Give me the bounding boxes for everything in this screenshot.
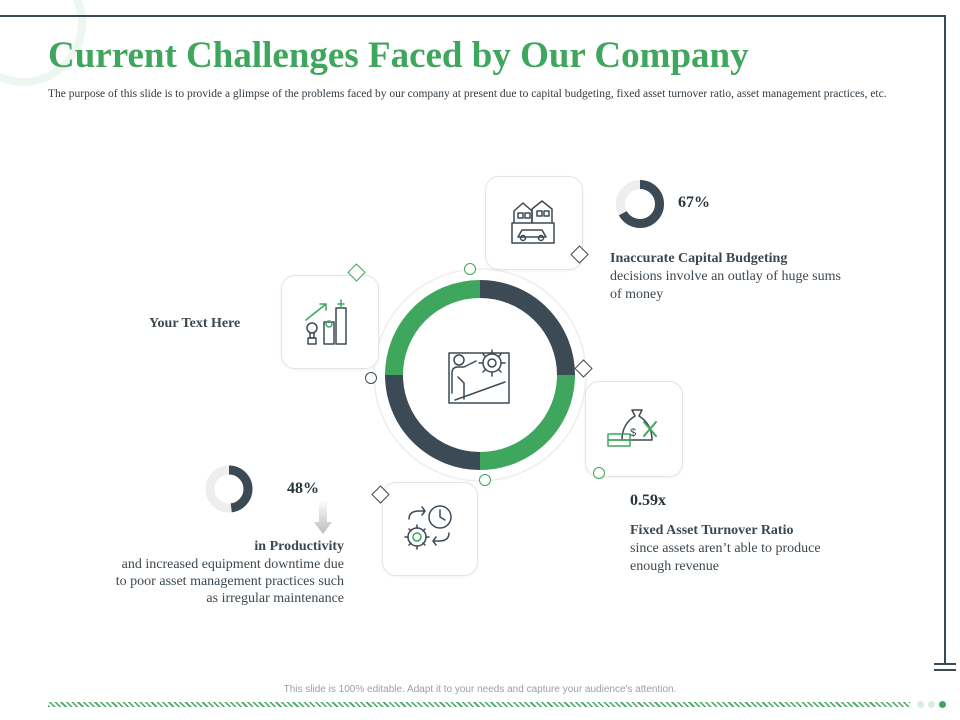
center-ring-diagram [373, 268, 587, 482]
productivity-desc-line2: to poor asset management practices such [115, 574, 344, 589]
frame-right-line [944, 15, 946, 665]
svg-text:$: $ [630, 427, 636, 439]
capital-desc-line2: of money [610, 287, 664, 302]
ring-segment-top-right [479, 280, 575, 376]
page-subtitle: The purpose of this slide is to provide … [48, 88, 887, 100]
productivity-desc-line3: as irregular maintenance [206, 591, 344, 606]
card-your-text [281, 275, 379, 369]
capital-percent: 67% [678, 194, 710, 211]
ring-segment-bottom-left [385, 374, 481, 470]
frame-top-line [0, 15, 946, 17]
ring-segment-bottom-right [479, 374, 575, 470]
ring-segment-top-left [385, 280, 481, 376]
turnover-heading: Fixed Asset Turnover Ratio [630, 523, 794, 538]
card-productivity [382, 482, 478, 576]
donut-48 [205, 465, 253, 513]
page-title: Current Challenges Faced by Our Company [48, 35, 749, 76]
houses-car-icon [511, 200, 555, 244]
footer-dot [939, 701, 946, 708]
gear-clock-cycle-icon [404, 505, 452, 550]
productivity-percent: 48% [287, 480, 319, 497]
left-heading: Your Text Here [149, 316, 241, 331]
card-capital-budgeting [485, 176, 583, 270]
arrow-down-icon [314, 500, 332, 534]
turnover-desc-line1: since assets aren’t able to produce [630, 541, 821, 556]
frame-tick [934, 669, 956, 671]
frame-tick [934, 663, 956, 665]
card-turnover: $ [585, 381, 683, 477]
person-gear-icon [448, 349, 510, 404]
productivity-heading: in Productivity [254, 539, 344, 554]
footer-dot [928, 701, 935, 708]
turnover-value: 0.59x [630, 492, 666, 509]
turnover-desc-line2: enough revenue [630, 559, 720, 574]
footer-note: This slide is 100% editable. Adapt it to… [283, 684, 677, 695]
capital-heading: Inaccurate Capital Budgeting [610, 251, 788, 266]
footer-dot [917, 701, 924, 708]
connector-dot [479, 474, 491, 486]
money-bag-icon: $ [607, 409, 657, 447]
productivity-desc-line1: and increased equipment downtime due [121, 557, 344, 572]
donut-67 [616, 180, 664, 228]
footer-hatch-bar [48, 702, 910, 707]
corner-decoration [0, 0, 86, 86]
capital-desc-line1: decisions involve an outlay of huge sums [610, 269, 841, 284]
connector-dot [365, 372, 377, 384]
connector-dot [464, 263, 476, 275]
connector-dot [593, 467, 605, 479]
growth-chart-icon [305, 299, 347, 345]
